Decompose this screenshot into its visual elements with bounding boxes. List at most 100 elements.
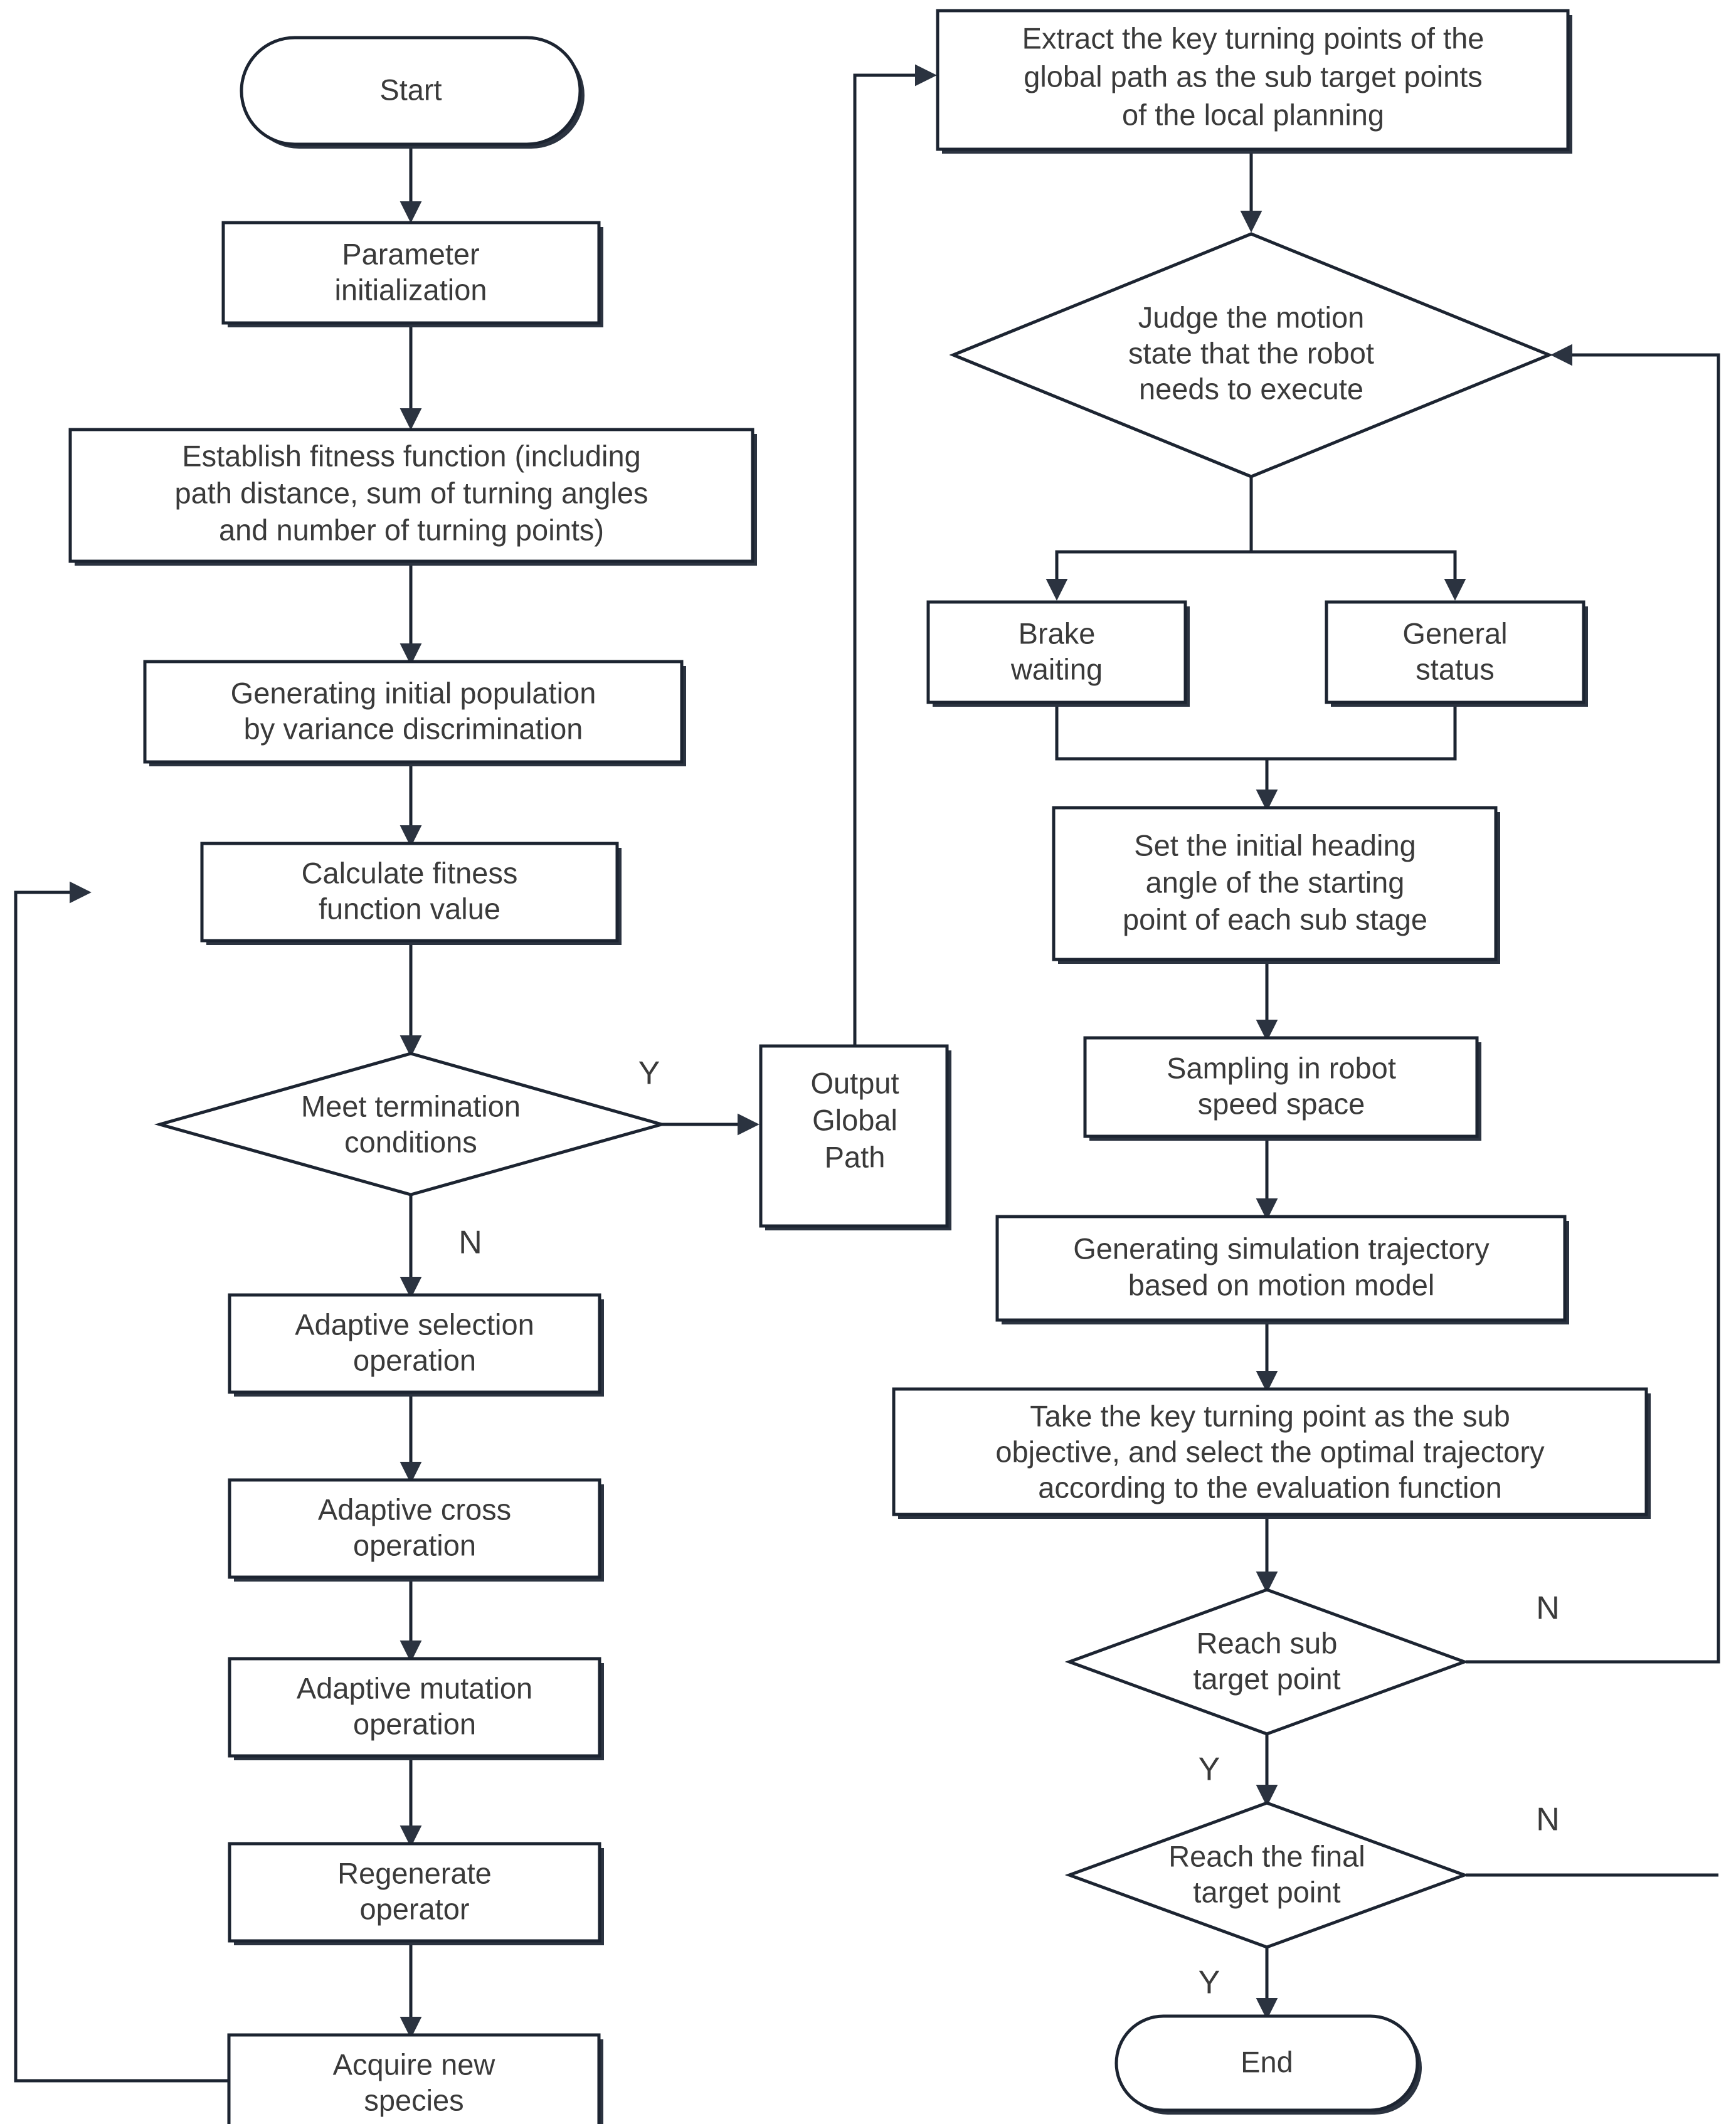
reach-sub-shape [1064, 1588, 1469, 1736]
optimal-line3: according to the evaluation function [1038, 1471, 1501, 1504]
node-output-global-path[interactable]: Output Global Path [759, 1044, 951, 1230]
edge-judge-to-general [1251, 550, 1466, 601]
node-establish-fitness-function[interactable]: Establish fitness function (including pa… [68, 428, 757, 566]
end-shape [1114, 2014, 1419, 2112]
reach-final-line1: Reach the final [1168, 1839, 1365, 1873]
edge-judge-to-brake [1045, 477, 1253, 601]
node-reach-sub-target[interactable]: Reach sub target point [1064, 1588, 1469, 1736]
calc-fitness-line1: Calculate fitness [302, 856, 518, 889]
meet-termination-shape [154, 1052, 668, 1197]
adaptive-cross-line2: operation [353, 1528, 476, 1561]
edge-brake-to-heading [1055, 705, 1278, 811]
acquire-species-line2: species [364, 2083, 463, 2116]
adaptive-mutation-shape [228, 1657, 601, 1758]
fitness-fn-shape [68, 428, 754, 563]
label-sub-target-no: N [1536, 1590, 1560, 1627]
node-adaptive-cross[interactable]: Adaptive cross operation [228, 1478, 604, 1582]
heading-line3: point of each sub stage [1123, 902, 1427, 936]
fitness-fn-line3: and number of turning points) [219, 513, 604, 546]
judge-motion-line1: Judge the motion [1138, 300, 1365, 334]
node-generating-initial-population[interactable]: Generating initial population by varianc… [143, 660, 686, 766]
heading-shape [1052, 806, 1498, 961]
node-start[interactable]: Start [240, 36, 585, 149]
edge-reachsub-no-to-judge [1466, 344, 1720, 1664]
start-label: Start [379, 73, 442, 106]
judge-motion-line3: needs to execute [1139, 372, 1363, 405]
reach-final-shape [1064, 1801, 1469, 1949]
calc-fitness-line2: function value [319, 892, 500, 925]
init-population-shape [143, 660, 684, 764]
judge-motion-shape [949, 232, 1553, 478]
output-path-line3: Path [825, 1140, 886, 1173]
node-parameter-initialization[interactable]: Parameter initialization [221, 221, 603, 327]
extract-line3: of the local planning [1122, 98, 1384, 131]
brake-line1: Brake [1019, 616, 1096, 650]
adaptive-cross-line1: Adaptive cross [318, 1493, 511, 1526]
adaptive-selection-shape [228, 1293, 601, 1394]
init-population-line2: by variance discrimination [244, 712, 583, 745]
adaptive-mutation-line2: operation [353, 1707, 476, 1740]
node-regenerate-operator[interactable]: Regenerate operator [228, 1842, 604, 1945]
param-init-shape [221, 221, 601, 325]
label-termination-yes: Y [638, 1055, 660, 1092]
meet-termination-line2: conditions [344, 1125, 477, 1158]
fitness-fn-line1: Establish fitness function (including [182, 439, 641, 472]
node-simulation-trajectory[interactable]: Generating simulation trajectory based o… [995, 1215, 1569, 1324]
node-meet-termination-conditions[interactable]: Meet termination conditions [154, 1052, 668, 1197]
node-general-status[interactable]: General status [1325, 600, 1588, 707]
optimal-shape [892, 1387, 1648, 1516]
adaptive-selection-line2: operation [353, 1343, 476, 1376]
reach-final-line2: target point [1193, 1875, 1340, 1908]
acquire-species-line1: Acquire new [333, 2047, 496, 2081]
regenerate-line1: Regenerate [337, 1856, 492, 1889]
adaptive-selection-line1: Adaptive selection [295, 1308, 534, 1341]
node-adaptive-selection[interactable]: Adaptive selection operation [228, 1293, 604, 1397]
node-optimal-trajectory[interactable]: Take the key turning point as the sub ob… [892, 1387, 1651, 1519]
edge-acquire-to-calc-feedback [14, 881, 229, 2083]
init-population-line1: Generating initial population [231, 676, 596, 709]
node-adaptive-mutation[interactable]: Adaptive mutation operation [228, 1657, 604, 1760]
general-line1: General [1402, 616, 1507, 650]
heading-line1: Set the initial heading [1134, 828, 1416, 862]
acquire-species-shape [227, 2033, 601, 2124]
node-reach-final-target[interactable]: Reach the final target point [1064, 1801, 1469, 1949]
param-init-line1: Parameter [342, 237, 479, 270]
meet-termination-line1: Meet termination [301, 1089, 521, 1123]
sampling-line2: speed space [1198, 1087, 1365, 1120]
output-path-shape [759, 1044, 949, 1228]
edge-general-to-heading [1267, 705, 1457, 761]
simulation-shape [995, 1215, 1567, 1322]
connectors [14, 64, 1720, 2083]
node-acquire-new-species[interactable]: Acquire new species [227, 2033, 603, 2124]
node-judge-motion-state[interactable]: Judge the motion state that the robot ne… [949, 232, 1553, 478]
heading-line2: angle of the starting [1146, 865, 1405, 899]
extract-line1: Extract the key turning points of the [1022, 21, 1485, 55]
label-sub-target-yes: Y [1199, 1752, 1220, 1788]
optimal-line2: objective, and select the optimal trajec… [995, 1435, 1545, 1468]
node-set-heading-angle[interactable]: Set the initial heading angle of the sta… [1052, 806, 1500, 964]
simulation-line2: based on motion model [1128, 1268, 1435, 1301]
extract-line2: global path as the sub target points [1024, 60, 1483, 93]
reach-sub-line1: Reach sub [1197, 1626, 1338, 1659]
label-final-target-yes: Y [1199, 1965, 1220, 2001]
node-calculate-fitness-value[interactable]: Calculate fitness function value [200, 842, 622, 945]
adaptive-cross-shape [228, 1478, 601, 1579]
label-termination-no: N [458, 1225, 482, 1261]
regenerate-shape [228, 1842, 601, 1943]
param-init-line2: initialization [335, 273, 487, 306]
output-path-line1: Output [810, 1066, 899, 1099]
general-shape [1325, 600, 1585, 704]
general-line2: status [1416, 652, 1494, 685]
fitness-fn-line2: path distance, sum of turning angles [174, 476, 648, 509]
node-extract-turning-points[interactable]: Extract the key turning points of the gl… [936, 9, 1572, 154]
node-sampling-speed-space[interactable]: Sampling in robot speed space [1083, 1036, 1481, 1141]
node-brake-waiting[interactable]: Brake waiting [926, 600, 1190, 707]
output-path-line2: Global [812, 1103, 897, 1136]
optimal-line1: Take the key turning point as the sub [1030, 1399, 1510, 1432]
adaptive-mutation-line1: Adaptive mutation [297, 1671, 532, 1704]
reach-sub-line2: target point [1193, 1662, 1340, 1695]
node-end[interactable]: End [1114, 2014, 1422, 2115]
sampling-shape [1083, 1036, 1479, 1138]
